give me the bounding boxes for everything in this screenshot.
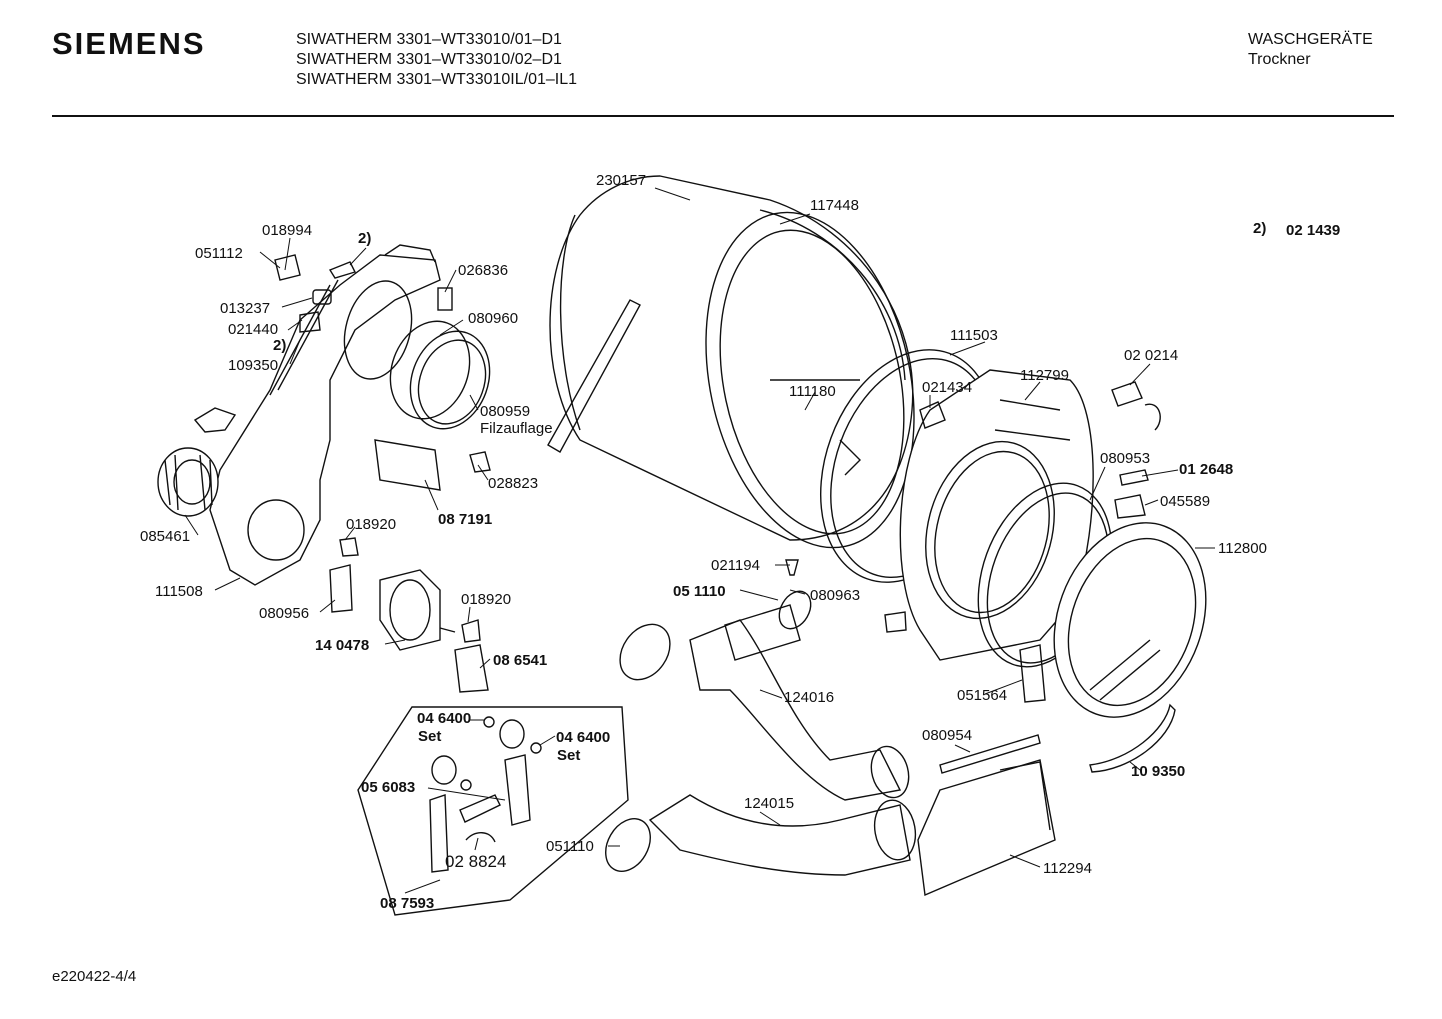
part-label: 045589 [1160,493,1210,510]
brand-logo: SIEMENS [52,26,206,61]
category-title: WASCHGERÄTE [1248,31,1373,48]
part-label: 080956 [259,605,309,622]
part-label: 051110 [546,838,594,855]
upper-hose-drawing [619,559,910,801]
part-label: 018920 [461,591,511,608]
part-label: 112294 [1043,860,1092,877]
part-label: 10 9350 [1131,763,1185,780]
felt-rings-drawing [389,320,491,430]
footnote-part: 02 1439 [1286,222,1340,239]
part-label: 08 7593 [380,895,434,912]
bearing-kit-drawing [357,706,629,916]
part-label: 080953 [1100,450,1150,467]
part-label: 04 6400 [417,710,471,727]
small-parts-left [193,254,491,491]
part-label: 080963 [810,587,860,604]
category-subtitle: Trockner [1248,51,1311,68]
header-divider [52,115,1394,117]
part-label: Set [557,747,580,764]
lower-hose-drawing [605,759,1056,897]
part-label: 124015 [744,795,794,812]
part-label: 04 6400 [556,729,610,746]
part-label: 05 6083 [361,779,415,796]
part-label: 05 1110 [673,583,726,600]
part-label: Filzauflage [480,420,553,437]
part-label: 080954 [922,727,972,744]
part-label: 112799 [1020,367,1069,384]
part-label: 112800 [1218,540,1267,557]
part-label: 08 7191 [438,511,492,528]
part-label: 02 8824 [445,852,506,871]
part-label: 013237 [220,300,270,317]
part-label: 018994 [262,222,312,239]
part-label: 018920 [346,516,396,533]
part-label: 109350 [228,357,278,374]
part-label: 021440 [228,321,278,338]
part-label: 117448 [810,197,859,214]
door-flange-drawing [1053,522,1207,718]
part-label: 14 0478 [315,637,369,654]
fan-wheel-drawing [157,447,219,517]
part-label: 028823 [488,475,538,492]
part-label: 111508 [155,583,203,600]
model-line: SIWATHERM 3301–WT33010/02–D1 [296,51,562,68]
part-label: 124016 [784,689,834,706]
part-label: 01 2648 [1179,461,1233,478]
part-labels: 230157 117448 018994 051112 2) 026836 01… [140,172,1340,912]
model-list: SIWATHERM 3301–WT33010/01–D1 SIWATHERM 3… [296,30,577,90]
part-label: 080960 [468,310,518,327]
part-label: 051112 [195,245,243,262]
blower-housing-drawing [209,244,441,586]
part-label: 111503 [950,327,998,344]
part-label: 021194 [711,557,760,574]
drum-drawing [547,175,915,549]
part-label: 02 0214 [1124,347,1178,364]
part-label: 026836 [458,262,508,279]
small-parts-right [884,381,1176,774]
leader-lines [184,187,1215,894]
document-id: e220422-4/4 [52,968,137,985]
part-label: 08 6541 [493,652,547,669]
model-line: SIWATHERM 3301–WT33010/01–D1 [296,31,562,48]
footnote-marker: 2) [358,230,371,247]
part-label: Set [418,728,441,745]
front-shield-drawing [899,369,1094,661]
part-label: 021434 [922,379,972,396]
model-line: SIWATHERM 3301–WT33010IL/01–IL1 [296,71,578,88]
footnote-marker: 2) [273,337,286,354]
part-label: 111180 [789,383,836,400]
part-label: 230157 [596,172,646,189]
part-label: 051564 [957,687,1007,704]
part-label: 085461 [140,528,190,545]
category-block: WASCHGERÄTE Trockner [1248,30,1373,70]
motor-drawing [329,537,489,693]
footnote-marker: 2) [1253,220,1266,237]
part-label: 080959 [480,403,530,420]
